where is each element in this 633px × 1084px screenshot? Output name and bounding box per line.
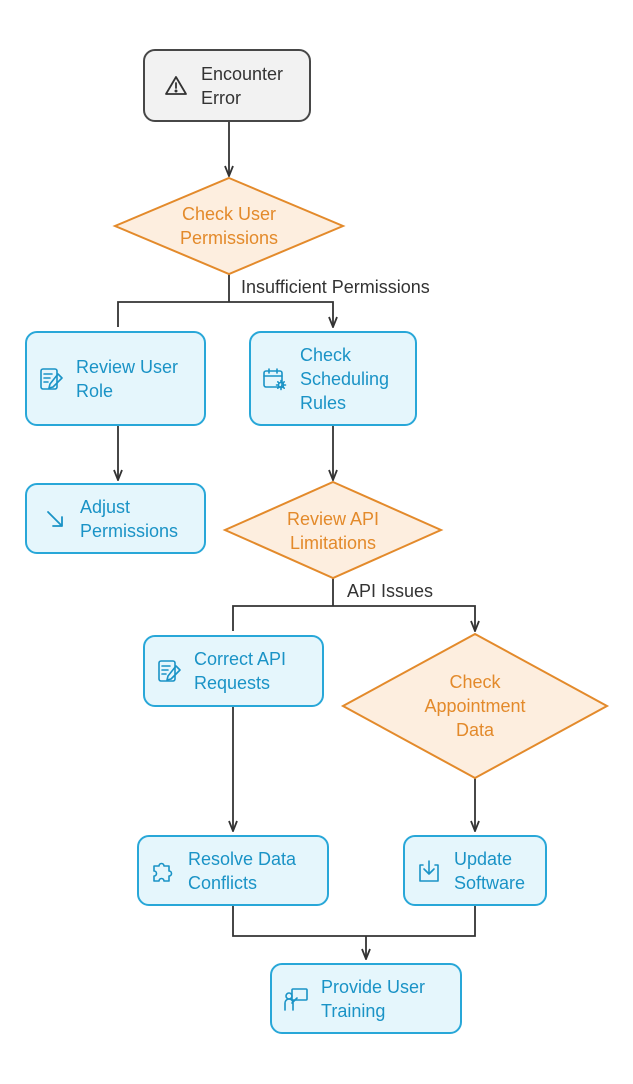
edge-label-insufficient-permissions: Insufficient Permissions	[241, 277, 430, 297]
encounter-error-label: Encounter Error	[201, 63, 284, 108]
check-appointment-data-label: Check Appointment Data	[424, 672, 526, 740]
encounter-error-node[interactable]: Encounter Error	[143, 49, 311, 122]
connector-api-branch	[232, 578, 475, 631]
provide-user-training-node[interactable]: Provide User Training	[270, 963, 462, 1034]
correct-api-requests-label: Correct API Requests	[194, 649, 287, 693]
connector-merge-to-training	[232, 906, 476, 959]
review-user-role-label: Review User Role	[76, 356, 179, 401]
correct-api-requests-node[interactable]: Correct API Requests	[143, 635, 324, 707]
arrow-down-right-icon	[42, 506, 68, 532]
review-api-limitations-label: Review API Limitations	[286, 509, 380, 553]
edit-document-icon	[156, 658, 182, 684]
adjust-permissions-node[interactable]: Adjust Permissions	[25, 483, 206, 554]
check-scheduling-rules-node[interactable]: Check Scheduling Rules	[249, 331, 417, 426]
edge-label-api-issues: API Issues	[347, 581, 434, 601]
resolve-data-conflicts-node[interactable]: Resolve Data Conflicts	[137, 835, 329, 906]
decision-check-user-permissions	[112, 176, 346, 276]
provide-user-training-label: Provide User Training	[321, 976, 426, 1021]
connector-permissions-branch	[117, 272, 333, 327]
resolve-data-conflicts-label: Resolve Data Conflicts	[188, 848, 297, 893]
teacher-icon	[283, 986, 309, 1012]
review-user-role-node[interactable]: Review User Role	[25, 331, 206, 426]
edit-document-icon	[38, 366, 64, 392]
adjust-permissions-label: Adjust Permissions	[80, 496, 179, 541]
calendar-settings-icon	[262, 366, 288, 392]
puzzle-icon	[150, 858, 176, 884]
warning-icon	[163, 73, 189, 99]
decision-check-appointment-data	[340, 632, 610, 780]
check-scheduling-rules-label: Check Scheduling Rules	[300, 344, 390, 413]
update-software-node[interactable]: Update Software	[403, 835, 547, 906]
check-user-permissions-label: Check User Permissions	[179, 204, 279, 248]
download-icon	[416, 858, 442, 884]
decision-review-api-limitations	[222, 480, 444, 580]
update-software-label: Update Software	[454, 848, 526, 893]
